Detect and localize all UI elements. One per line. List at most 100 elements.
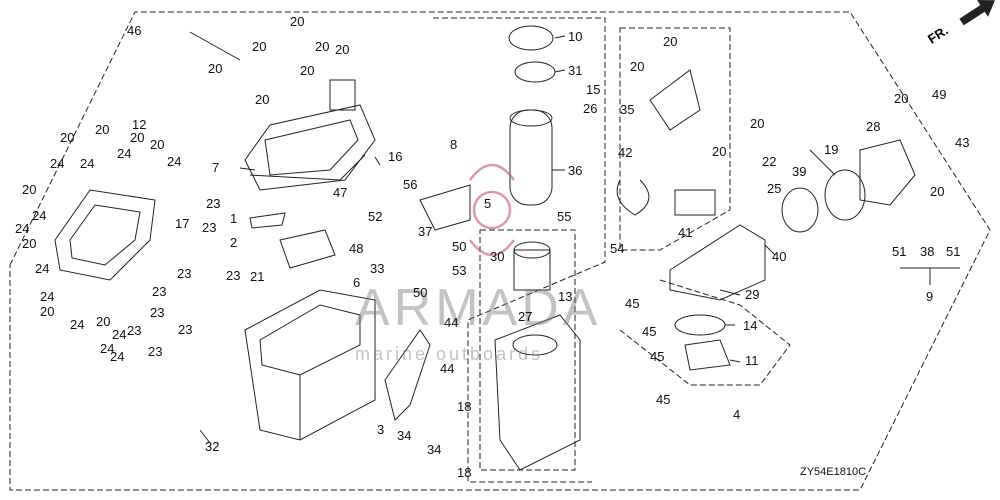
callout-47: 47 <box>333 185 348 200</box>
callout-23: 23 <box>226 268 241 283</box>
callout-49: 49 <box>932 87 947 102</box>
callout-20: 20 <box>335 42 350 57</box>
part-39-filter <box>781 187 819 233</box>
callout-23: 23 <box>150 305 165 320</box>
part-14-gasket <box>674 314 726 336</box>
callout-20: 20 <box>712 144 727 159</box>
callout-14: 14 <box>743 318 758 333</box>
callout-23: 23 <box>202 220 217 235</box>
callout-9: 9 <box>926 289 934 304</box>
callout-20: 20 <box>130 130 145 145</box>
part-7-housing <box>244 79 376 191</box>
part-1-clip <box>249 212 286 229</box>
callout-28: 28 <box>866 119 881 134</box>
callout-24: 24 <box>32 208 47 223</box>
callout-20: 20 <box>300 63 315 78</box>
watermark-brand: ARMADA <box>355 279 602 337</box>
callout-50: 50 <box>413 285 428 300</box>
callout-51: 51 <box>946 244 961 259</box>
callout-8: 8 <box>450 137 458 152</box>
callout-3: 3 <box>377 422 385 437</box>
callout-13: 13 <box>558 289 573 304</box>
callout-40: 40 <box>772 249 787 264</box>
callout-53: 53 <box>452 263 467 278</box>
group-box-5 <box>479 229 576 471</box>
callout-26: 26 <box>583 101 598 116</box>
callout-43: 43 <box>955 135 970 150</box>
part-41-sensor <box>674 189 716 216</box>
group-box-4 <box>619 279 791 386</box>
callout-38: 38 <box>920 244 935 259</box>
assembly-boundary <box>9 11 991 491</box>
callout-20: 20 <box>255 92 270 107</box>
callout-23: 23 <box>177 266 192 281</box>
callout-22: 22 <box>762 154 777 169</box>
callout-36: 36 <box>568 163 583 178</box>
callout-20: 20 <box>208 61 223 76</box>
callout-37: 37 <box>418 224 433 239</box>
callout-7: 7 <box>212 160 220 175</box>
callout-4: 4 <box>733 407 741 422</box>
callout-18: 18 <box>457 399 472 414</box>
callout-24: 24 <box>40 289 55 304</box>
part-6-body <box>244 289 376 441</box>
callout-46: 46 <box>127 23 142 38</box>
callout-31: 31 <box>568 63 583 78</box>
callout-20: 20 <box>40 304 55 319</box>
callout-2: 2 <box>230 235 238 250</box>
callout-18: 18 <box>457 465 472 480</box>
callout-20: 20 <box>252 39 267 54</box>
callout-23: 23 <box>127 323 142 338</box>
callout-48: 48 <box>349 241 364 256</box>
part-3-plate <box>384 329 431 421</box>
callout-23: 23 <box>152 284 167 299</box>
callout-24: 24 <box>110 349 125 364</box>
callout-20: 20 <box>894 91 909 106</box>
callout-11: 11 <box>745 353 759 368</box>
callout-24: 24 <box>117 146 132 161</box>
callout-44: 44 <box>440 361 455 376</box>
callout-55: 55 <box>557 209 572 224</box>
callout-29: 29 <box>745 287 760 302</box>
callout-34: 34 <box>397 428 412 443</box>
callout-16: 16 <box>388 149 403 164</box>
callout-52: 52 <box>368 209 383 224</box>
callout-17: 17 <box>175 216 190 231</box>
watermark-emblem-icon <box>468 163 516 257</box>
callout-54: 54 <box>610 241 625 256</box>
diagram-code: ZY54E1810C <box>800 466 867 478</box>
callout-5: 5 <box>484 196 492 211</box>
direction-arrow-icon <box>959 0 996 26</box>
callout-45: 45 <box>642 324 657 339</box>
callout-33: 33 <box>370 261 385 276</box>
part-11-cap <box>684 339 731 371</box>
part-19-ring <box>824 169 866 221</box>
callout-32: 32 <box>205 439 220 454</box>
callout-45: 45 <box>650 349 665 364</box>
part-31-nut <box>514 61 556 83</box>
callout-24: 24 <box>70 317 85 332</box>
callout-20: 20 <box>930 184 945 199</box>
callout-20: 20 <box>290 14 305 29</box>
part-5-body <box>494 314 581 471</box>
callout-20: 20 <box>95 122 110 137</box>
part-30-filter <box>513 241 551 291</box>
callout-24: 24 <box>35 261 50 276</box>
callout-20: 20 <box>315 39 330 54</box>
part-17-cover <box>54 189 156 281</box>
callout-24: 24 <box>100 341 115 356</box>
callout-30: 30 <box>490 249 505 264</box>
part-28-housing <box>859 139 916 206</box>
callout-6: 6 <box>353 275 361 290</box>
callout-20: 20 <box>60 130 75 145</box>
callout-24: 24 <box>50 156 65 171</box>
callout-23: 23 <box>206 196 221 211</box>
part-42-hose <box>616 179 650 216</box>
callout-20: 20 <box>630 59 645 74</box>
callout-24: 24 <box>167 154 182 169</box>
callout-24: 24 <box>80 156 95 171</box>
callout-20: 20 <box>22 182 37 197</box>
callout-20: 20 <box>150 137 165 152</box>
callout-24: 24 <box>15 221 30 236</box>
